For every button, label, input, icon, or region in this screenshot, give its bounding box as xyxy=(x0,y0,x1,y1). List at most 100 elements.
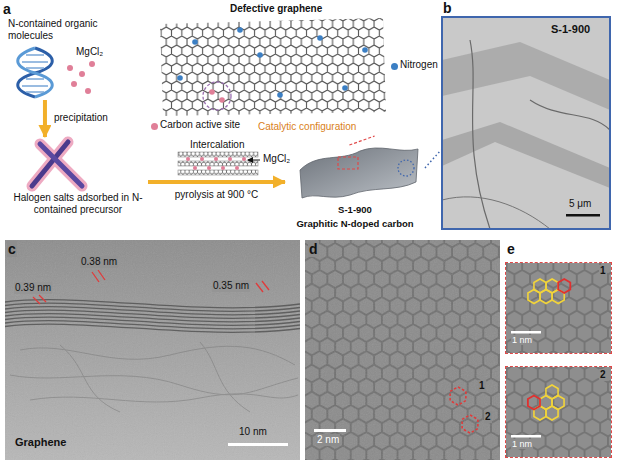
salt-dot xyxy=(89,61,95,67)
callout-number: 1 xyxy=(599,265,607,277)
salt-dot xyxy=(186,157,190,161)
zoom-panel: 11 nm xyxy=(505,262,612,354)
image-ground xyxy=(442,17,610,229)
panel-letter: e xyxy=(507,241,515,257)
atom xyxy=(342,85,348,91)
atom xyxy=(317,35,323,41)
scale-label: 10 nm xyxy=(238,426,268,438)
spacing-label: 0.38 nm xyxy=(80,256,118,268)
connector xyxy=(425,150,441,168)
panel-letter: a xyxy=(3,1,11,17)
salt-dot xyxy=(71,81,77,87)
helix-rungs xyxy=(22,55,48,92)
ring-outline xyxy=(462,415,478,433)
leader-arrow xyxy=(248,160,260,161)
atom xyxy=(192,39,198,45)
rod xyxy=(40,144,82,186)
callout-number: 2 xyxy=(599,369,607,381)
salt-dot xyxy=(228,157,232,161)
sample-name: S-1-900 xyxy=(338,205,372,216)
wrinkle xyxy=(30,394,298,402)
edge-label: precipitation xyxy=(53,112,109,124)
helix-strand xyxy=(18,48,53,97)
magnifier-circle xyxy=(203,82,231,110)
ring-outline xyxy=(540,290,552,304)
mark xyxy=(39,295,46,302)
image-ground xyxy=(5,240,300,460)
salt-dot xyxy=(235,166,239,170)
material-label: Graphene xyxy=(14,436,67,449)
wrinkle xyxy=(10,375,298,395)
callout-number: 1 xyxy=(478,380,486,392)
panel-letter: b xyxy=(443,0,452,16)
scale-label: 1 nm xyxy=(511,439,533,449)
scale-bar xyxy=(511,331,541,334)
salt-dot xyxy=(200,157,204,161)
zoom-image xyxy=(506,263,611,353)
fold xyxy=(442,122,610,188)
ring-pattern xyxy=(305,240,500,460)
salt-dot xyxy=(85,88,91,94)
node-label: N-contained organic molecules xyxy=(8,18,118,41)
precursor-group: Halogen salts adsorbed in N-contained pr… xyxy=(8,137,148,222)
image-ground xyxy=(305,240,500,460)
mark xyxy=(256,283,263,292)
ring-pattern xyxy=(506,263,611,353)
salt-dot xyxy=(242,157,246,161)
lattice-fringes xyxy=(5,300,300,333)
molecule-group: N-contained organic molecules xyxy=(8,18,118,100)
scale-label: 5 μm xyxy=(569,198,591,210)
ring-outline xyxy=(528,290,540,304)
active-sites xyxy=(209,89,225,103)
scale-bar xyxy=(566,214,600,217)
image-panel: S-1-9005 μm xyxy=(441,16,611,230)
panel-letter: c xyxy=(7,241,17,257)
lattice xyxy=(150,10,390,120)
image-noise xyxy=(5,240,300,460)
legend-text: Carbon active site xyxy=(160,119,240,131)
callout-number: 2 xyxy=(484,411,492,423)
ring-pattern xyxy=(506,367,611,457)
helix xyxy=(18,48,53,97)
wrinkle xyxy=(60,345,120,412)
legend-text: Nitrogen xyxy=(400,59,438,71)
helix-strand xyxy=(18,48,53,97)
image-ground xyxy=(506,263,611,353)
tem-image xyxy=(5,240,300,460)
salt-dot xyxy=(221,166,225,170)
atom xyxy=(219,97,225,103)
mark xyxy=(92,272,99,282)
ring-outline xyxy=(450,387,466,405)
wrinkle xyxy=(470,40,490,229)
zoom-box xyxy=(338,157,358,169)
scale-label: 2 nm xyxy=(316,434,340,446)
connector xyxy=(349,136,374,145)
salt-dot xyxy=(193,166,197,170)
atom xyxy=(177,75,183,81)
image-ground xyxy=(506,367,611,457)
ring-outline xyxy=(546,406,558,420)
legend-swatch xyxy=(391,63,398,70)
panel-letter: d xyxy=(308,241,319,257)
layer xyxy=(178,170,258,175)
salt-dot xyxy=(207,166,211,170)
edge-label: pyrolysis at 900 °C xyxy=(174,189,259,201)
scale-bar xyxy=(228,443,288,446)
fringe xyxy=(5,324,300,332)
zoom-image xyxy=(506,367,611,457)
fold xyxy=(442,42,610,110)
layer xyxy=(178,152,258,157)
node-label: Graphitic N-doped carbon xyxy=(296,219,413,230)
wrinkle xyxy=(200,342,250,412)
carbon-sheet-group: S-1-900Graphitic N-doped carbon xyxy=(285,145,425,235)
spacing-marks xyxy=(33,270,269,304)
atom xyxy=(277,92,283,98)
zoom-panel: 2 1 nm xyxy=(505,366,612,458)
defect-ring xyxy=(558,279,570,293)
scale-bar xyxy=(511,435,541,438)
mark xyxy=(98,270,105,280)
connector xyxy=(148,180,285,184)
salt-dots xyxy=(67,61,95,94)
